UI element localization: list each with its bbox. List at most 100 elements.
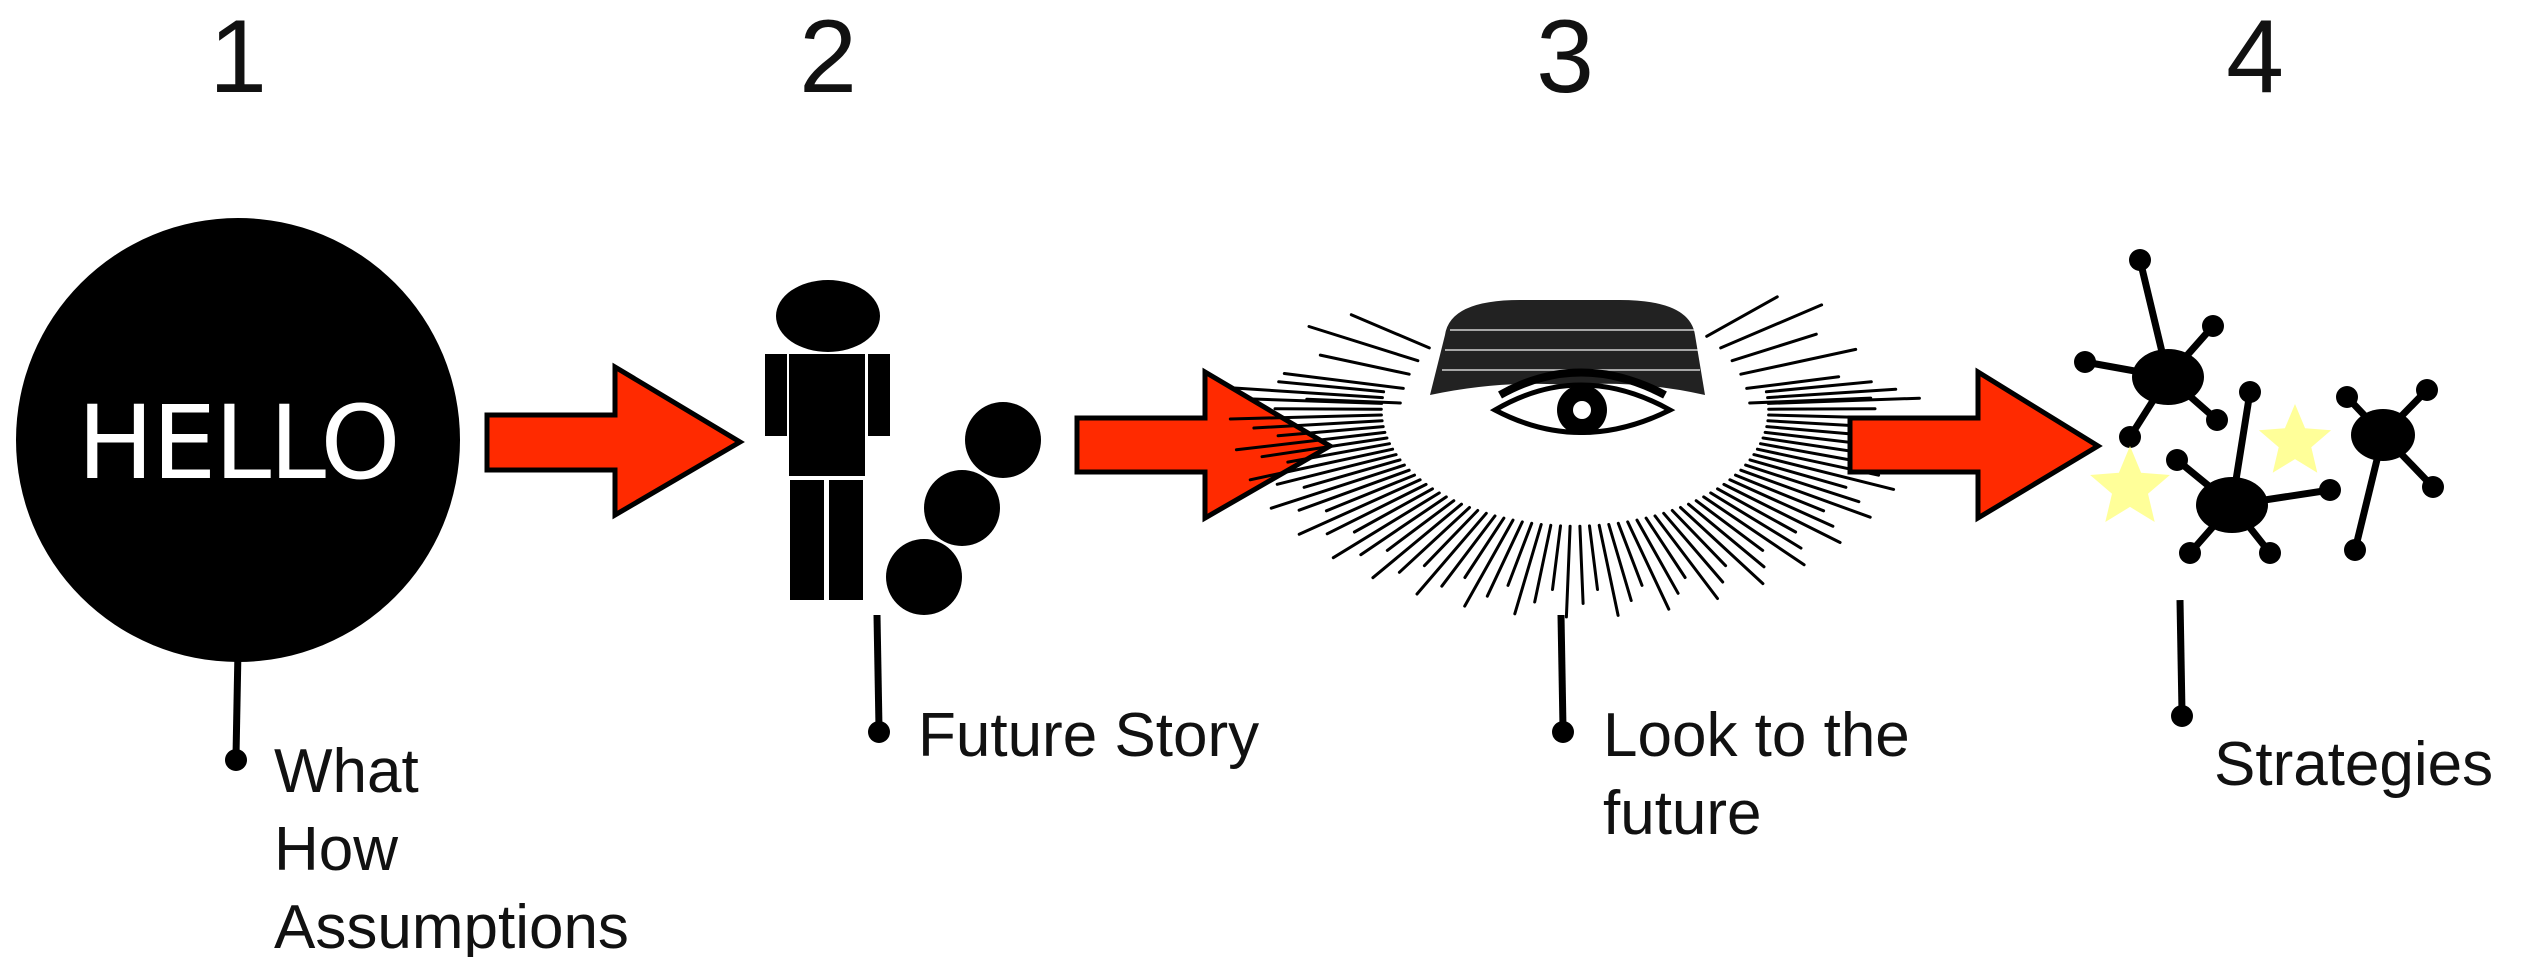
ray [1653,514,1719,600]
ray [1719,303,1824,350]
ray [1564,524,1572,619]
ray [1260,436,1389,459]
ray [1551,524,1562,591]
arrow-2-to-3 [1074,367,1335,523]
step-1-connector [225,649,247,771]
molecule-node [2166,449,2188,471]
ray [1485,520,1524,598]
ray [1463,518,1515,608]
ray [1748,396,1873,405]
ray [1588,524,1599,591]
arrow-3-to-4 [1847,367,2103,523]
molecule-node [2179,542,2201,564]
ray [1415,511,1488,596]
molecule-node [2119,426,2141,448]
ray [1694,499,1765,552]
ray [1297,478,1422,536]
star-icon [2258,404,2332,473]
ray [1506,521,1534,587]
ray [1607,523,1633,602]
molecule-node [2336,386,2358,408]
ray [1440,514,1497,588]
ray [1305,397,1402,405]
ray [1463,516,1506,579]
step-4-label: Strategies [2214,730,2493,799]
ray [1397,506,1471,574]
ray [1662,511,1725,584]
ray [1422,509,1480,568]
step-4-label-line-1: Strategies [2214,730,2493,799]
ray [1325,482,1428,536]
ray [1359,495,1448,557]
ray [1275,453,1398,486]
molecule-node [2344,539,2366,561]
molecule-node [2206,409,2228,431]
ray [1349,313,1431,350]
ray [1276,425,1385,438]
ray [1635,518,1680,595]
ray [1331,491,1441,560]
ray [1739,468,1872,519]
step-2-label-line-1: Future Story [918,701,1259,770]
ray [1734,473,1826,513]
molecule-core [2351,409,2415,461]
ray [1679,506,1765,586]
ray [1277,380,1386,394]
step-number-4: 4 [2226,0,2284,115]
ray [1597,523,1620,617]
step-number-3: 3 [1536,0,1594,115]
step-number-2: 2 [799,0,857,115]
ray [1739,347,1858,376]
ray [1513,523,1543,616]
ray [1616,521,1644,587]
ray [1228,413,1383,421]
ray [1687,502,1766,569]
hello-speech-circle-icon: HELLO [16,218,460,662]
ray [1385,499,1456,552]
step-1-label-line-3: Assumptions [274,893,629,957]
step-4-connector [2171,599,2193,727]
molecule-node [2239,381,2261,403]
step-2-connector [868,614,890,743]
ray [1297,468,1411,512]
ray [1705,295,1779,338]
ray [1752,453,1896,491]
ray [1578,524,1585,605]
molecule-node [2319,479,2341,501]
ray [1230,386,1384,400]
ray [1352,487,1434,534]
ray [1269,463,1406,510]
ray [1324,473,1416,513]
step-2-label: Future Story [918,701,1259,770]
ray [1252,419,1384,430]
ray [1716,487,1798,534]
ray [1709,491,1803,550]
ray [1318,353,1411,376]
network-molecule-stars-icon [2074,249,2444,564]
arrow-1-to-2 [484,362,745,520]
molecule-core [2132,349,2204,405]
ray [1307,325,1420,363]
ray [1626,520,1671,611]
ray [1302,458,1402,489]
person-with-circles-icon [765,280,1041,615]
ray [1371,502,1463,580]
ray [1728,478,1835,528]
ray [1670,509,1728,568]
ray [1286,442,1391,464]
radiant-eye-icon [1228,295,1921,619]
step-3-label-line-2: future [1603,779,1762,848]
hello-text: HELLO [77,384,398,503]
ray [1766,387,1898,400]
ray [1748,458,1848,489]
ray [1744,463,1861,504]
step-1-label-line-2: How [274,815,398,884]
molecule-node [2422,476,2444,498]
molecule-node [2416,379,2438,401]
ray [1745,375,1841,390]
molecule-core [2196,477,2268,533]
molecule-node [2074,351,2096,373]
ray [1702,495,1806,567]
ray [1722,482,1842,544]
